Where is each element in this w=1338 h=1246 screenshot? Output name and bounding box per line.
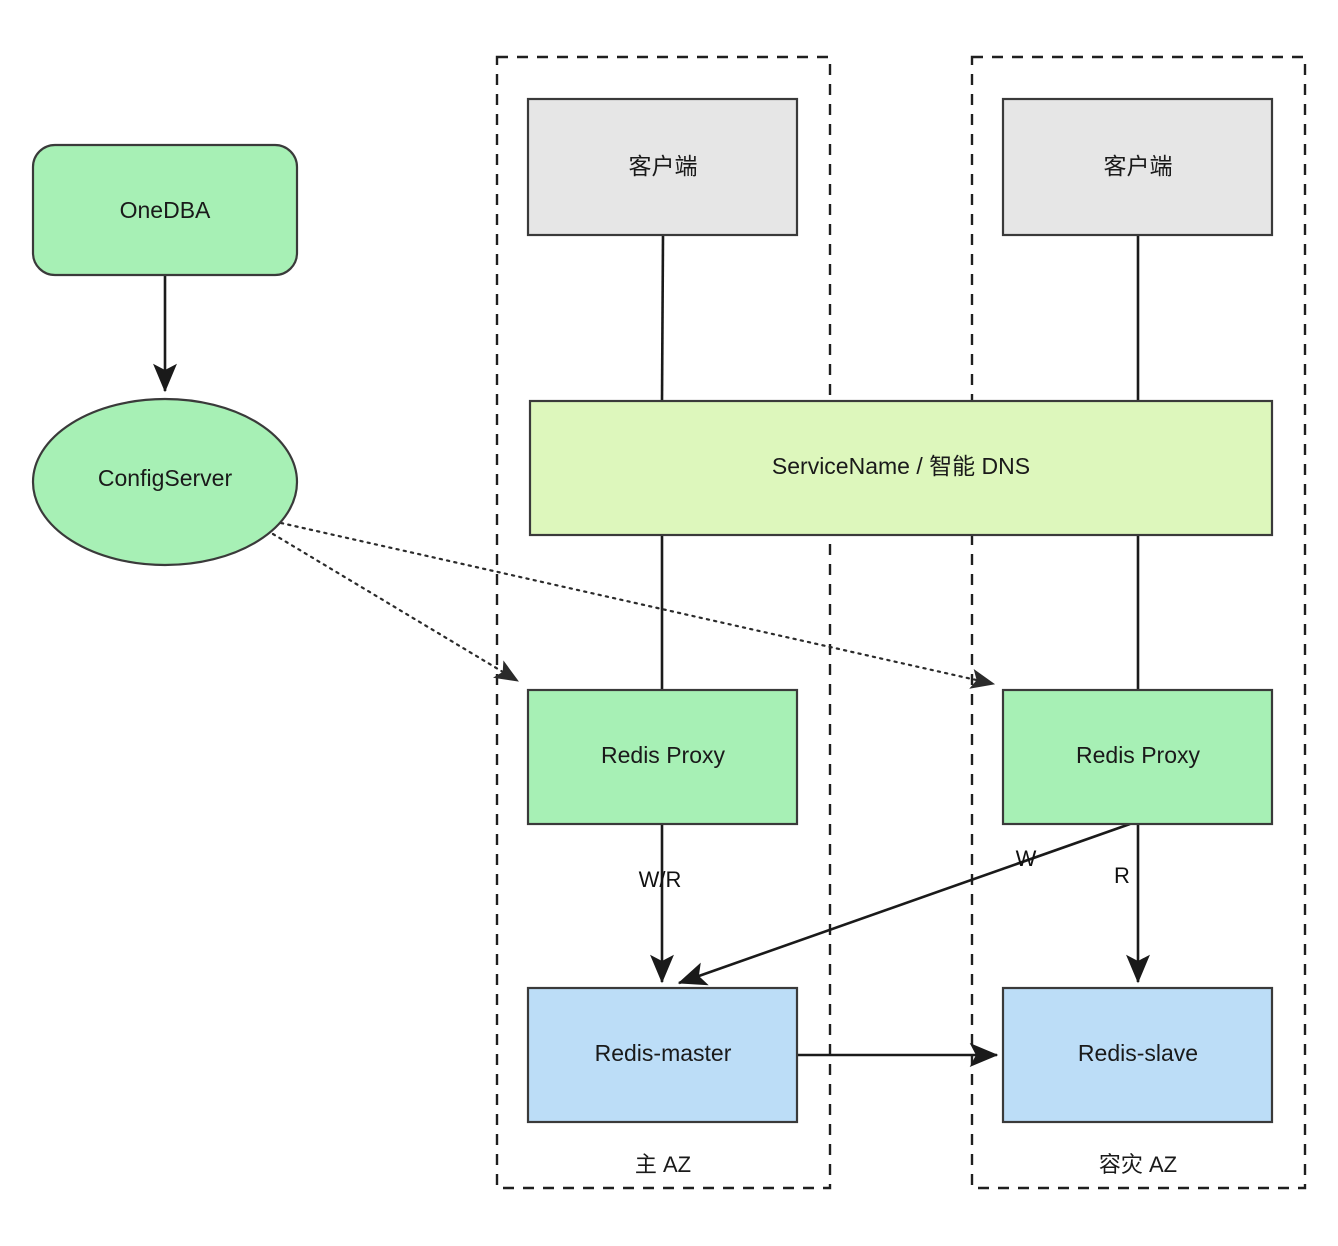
node-client-dr-shape[interactable] [1001,97,1274,237]
node-client-primary[interactable]: 客户端 [526,97,799,237]
node-dns-label: ServiceName / 智能 DNS [772,453,1030,479]
node-redis-master-shape[interactable] [526,986,799,1124]
node-client-dr-label: 客户端 [1104,153,1173,179]
node-proxy-primary[interactable]: Redis Proxy [526,688,799,826]
zone-primary-label: 主 AZ [635,1152,691,1177]
node-redis-slave-shape[interactable] [1001,986,1274,1124]
node-proxy-primary-label: Redis Proxy [601,742,725,768]
node-configserver-label: ConfigServer [98,465,233,491]
node-configserver-shape[interactable] [31,397,299,567]
edge-client-primary-to-dns [660,234,665,402]
edge-label-read: R [1114,863,1130,888]
zone-dr-label: 容灾 AZ [1099,1152,1177,1177]
node-configserver[interactable]: ConfigServer [31,397,299,567]
node-onedba-label: OneDBA [120,197,211,223]
zone-primary-border [495,55,832,1190]
node-proxy-dr-label: Redis Proxy [1076,742,1200,768]
zone-dr-border [970,55,1307,1190]
node-client-primary-shape[interactable] [526,97,799,237]
zone-primary: 主 AZ [495,55,832,1190]
node-onedba-shape[interactable] [31,143,299,277]
edge-proxy-dr-to-master [677,822,1131,986]
node-client-dr[interactable]: 客户端 [1001,97,1274,237]
node-proxy-dr[interactable]: Redis Proxy [1001,688,1274,826]
node-redis-slave-label: Redis-slave [1078,1040,1198,1066]
node-proxy-primary-shape[interactable] [526,688,799,826]
edge-configserver-to-proxy-dr [279,521,996,689]
node-redis-master[interactable]: Redis-master [526,986,799,1124]
node-redis-slave[interactable]: Redis-slave [1001,986,1274,1124]
node-onedba[interactable]: OneDBA [31,143,299,277]
edge-configserver-to-proxy-primary [271,532,520,683]
node-dns[interactable]: ServiceName / 智能 DNS [528,399,1274,537]
edge-label-write: W [1016,846,1037,871]
node-redis-master-label: Redis-master [595,1040,732,1066]
zone-dr: 容灾 AZ [970,55,1307,1190]
node-client-primary-label: 客户端 [629,153,698,179]
node-proxy-dr-shape[interactable] [1001,688,1274,826]
edge-label-write-read: W/R [639,867,682,892]
node-dns-shape[interactable] [528,399,1274,537]
